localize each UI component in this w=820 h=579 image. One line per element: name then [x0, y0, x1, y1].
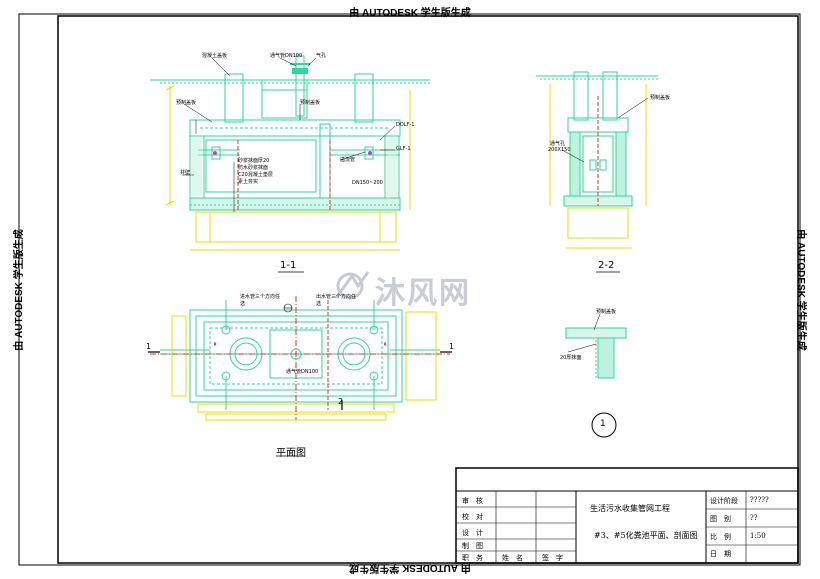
inner-border: [57, 15, 799, 564]
logo-text: 沐风网: [375, 276, 471, 311]
note-s1-k: 素土夯实: [238, 179, 259, 185]
section-1-1-title: 1-1: [280, 260, 297, 271]
note-s1-a: 混凝土盖板: [202, 53, 228, 59]
note-s1-b: 通气管DN100: [270, 53, 303, 59]
note-s1-n: 溢流管: [340, 157, 356, 163]
tb-field-type-label: 图 别: [710, 515, 731, 523]
tb-row-design: 设 计: [462, 529, 483, 537]
note-s1-c: 气孔: [316, 53, 327, 59]
tb-col-signature: 签 字: [542, 554, 563, 562]
tb-field-date-label: 日 期: [710, 550, 731, 558]
tb-field-stage-label: 设计阶段: [710, 497, 738, 505]
tb-row-draft: 制 图: [462, 542, 483, 550]
watermark-top: 由 AUTODESK 学生版生成: [349, 8, 471, 19]
watermark-right: 由 AUTODESK 学生版生成: [795, 229, 806, 351]
watermark-left: 由 AUTODESK 学生版生成: [14, 229, 25, 351]
section-2-2: [536, 71, 658, 273]
plan-marker-right: 1: [449, 342, 455, 351]
logo-mark: [334, 271, 370, 300]
plan-view: [148, 296, 452, 457]
note-plan-a: 进水管三个方向任: [240, 294, 281, 300]
tb-field-stage-value: ?????: [750, 496, 769, 504]
tb-field-scale-label: 比 例: [710, 533, 731, 541]
tb-col-name: 姓 名: [502, 554, 523, 562]
note-s1-j: C20混凝土垫层: [238, 172, 273, 178]
note-s1-d: 预制盖板: [176, 100, 197, 106]
note-detail-a: 预制盖板: [596, 309, 617, 315]
note-plan-c: 出水管三个方向任: [316, 294, 357, 300]
detail-1-number: 1: [600, 419, 606, 429]
note-plan-d: 选: [316, 301, 322, 307]
tb-project-name: 生活污水收集管网工程: [590, 504, 670, 513]
watermark-bottom: 由 AUTODESK 学生版生成: [349, 562, 471, 573]
detail-callout-circle: [591, 412, 617, 438]
tb-drawing-name: #3、#5化粪池平面、剖面图: [594, 531, 698, 540]
plan-marker-2: 2: [338, 397, 344, 406]
tb-row-review: 审 核: [462, 497, 483, 505]
note-plan-e: 通气管DN100: [286, 369, 319, 375]
note-s1-h: 砂浆抹面厚20: [238, 158, 270, 164]
tb-row-check: 校 对: [462, 513, 483, 521]
note-s2-b: 通气孔: [550, 141, 566, 147]
note-s2-c: 200X150: [548, 147, 571, 153]
note-s1-f: DOLF-1: [396, 122, 415, 128]
note-s1-l: 井壁: [180, 170, 191, 176]
plan-marker-left: 1: [146, 342, 152, 351]
note-s2-a: 预制盖板: [650, 95, 671, 101]
detail-1: [565, 313, 627, 438]
section-2-2-title: 2-2: [598, 260, 615, 271]
note-s1-m: DN150~200: [352, 180, 383, 186]
section-1-1: [150, 55, 430, 273]
note-s1-i: 防水砂浆抹面: [238, 165, 269, 171]
plan-view-title: 平面图: [276, 448, 306, 459]
note-detail-b: 20厚抹面: [560, 355, 582, 361]
tb-field-scale-value: 1:50: [750, 532, 766, 540]
note-plan-b: 选: [240, 301, 246, 307]
tb-col-position: 职 务: [462, 554, 483, 562]
note-s1-e: 预制盖板: [300, 100, 321, 106]
note-s1-g: GLF-1: [396, 146, 411, 152]
title-block: [455, 467, 799, 564]
outer-border: [18, 13, 801, 566]
tb-field-type-value: ??: [750, 514, 758, 522]
